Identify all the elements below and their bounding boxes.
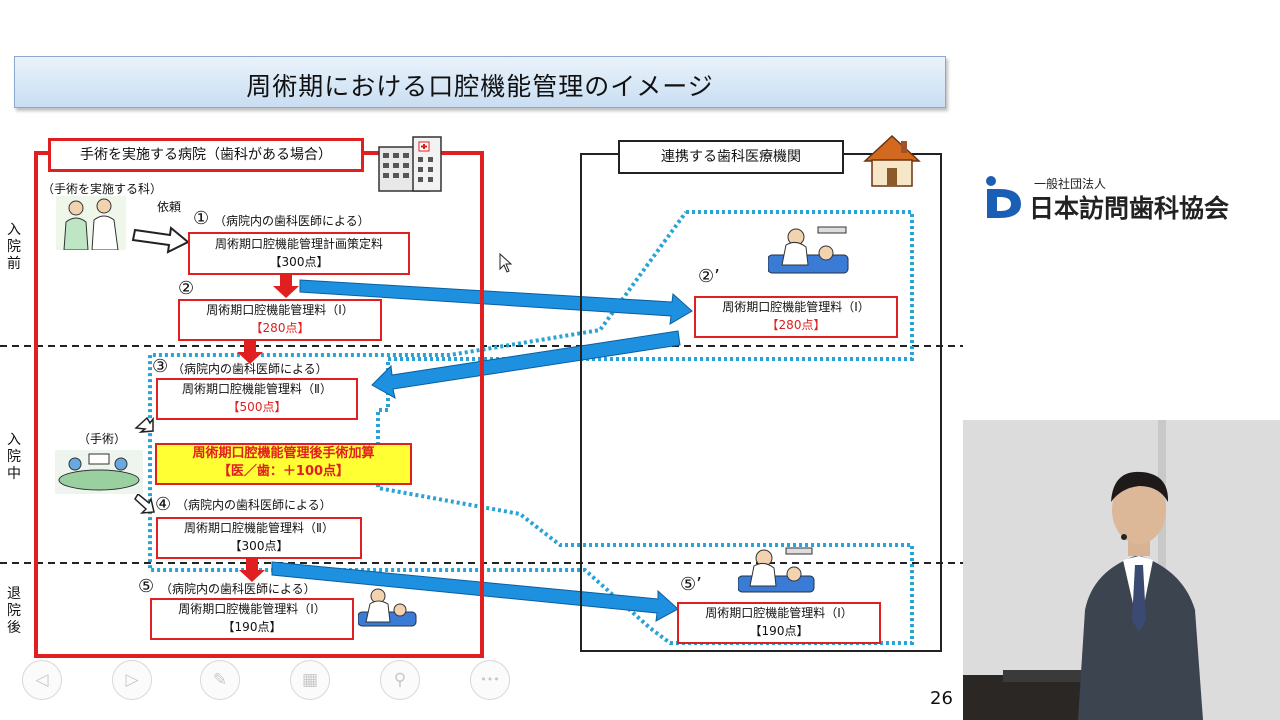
- step2p-box: 周術期口腔機能管理料（Ⅰ） 【280点】: [694, 296, 898, 338]
- hospital-title: 手術を実施する病院（歯科がある場合）: [48, 138, 364, 172]
- step1-number: ①: [193, 208, 210, 229]
- slide-page-number: 26: [930, 688, 953, 709]
- all-slides-button[interactable]: ▦: [290, 660, 330, 700]
- association-logo-mark-icon: [986, 176, 1021, 218]
- step5p-number: ⑤’: [680, 574, 702, 595]
- step3-box: 周術期口腔機能管理料（Ⅱ） 【500点】: [156, 378, 358, 420]
- step1-note: （病院内の歯科医師による）: [214, 214, 370, 228]
- step5p-label: 周術期口腔機能管理料（Ⅰ）: [705, 606, 853, 620]
- postop-addition-points: 【医／歯：＋100点】: [217, 464, 350, 479]
- step5p-points: 【190点】: [749, 624, 809, 638]
- step4-box: 周術期口腔機能管理料（Ⅱ） 【300点】: [156, 517, 362, 559]
- slide-title-bar: 周術期における口腔機能管理のイメージ: [14, 56, 946, 108]
- step5-label: 周術期口腔機能管理料（Ⅰ）: [178, 602, 326, 616]
- dentist-treatment-icon: [768, 226, 849, 274]
- step2p-label: 周術期口腔機能管理料（Ⅰ）: [722, 300, 870, 314]
- zoom-button[interactable]: ⚲: [380, 660, 420, 700]
- step4-number: ④: [155, 494, 172, 515]
- step4-points: 【300点】: [229, 539, 289, 553]
- doctor-consultation-icon: [56, 196, 126, 250]
- dentist-treatment-icon: [358, 588, 417, 627]
- dental-clinic-title: 連携する歯科医療機関: [618, 140, 844, 174]
- postop-addition-label: 周術期口腔機能管理後手術加算: [192, 446, 375, 461]
- postop-addition-box: 周術期口腔機能管理後手術加算 【医／歯：＋100点】: [155, 443, 412, 485]
- mouse-cursor-icon: [499, 253, 513, 273]
- step4-note: （病院内の歯科医師による）: [176, 498, 332, 512]
- dentist-treatment-icon: [738, 547, 815, 593]
- phase-after-label: 退院後: [7, 586, 21, 636]
- step3-points: 【500点】: [227, 400, 287, 414]
- step2-points: 【280点】: [250, 321, 310, 335]
- step3-note: （病院内の歯科医師による）: [172, 362, 328, 376]
- step5-note: （病院内の歯科医師による）: [160, 582, 316, 596]
- step3-label: 周術期口腔機能管理料（Ⅱ）: [182, 382, 332, 396]
- surgery-label: （手術）: [78, 432, 127, 446]
- step5-box: 周術期口腔機能管理料（Ⅰ） 【190点】: [150, 598, 354, 640]
- speaker-image: [963, 420, 1280, 720]
- surgery-icon: [55, 450, 143, 494]
- step4-label: 周術期口腔機能管理料（Ⅱ）: [184, 521, 334, 535]
- step1-label: 周術期口腔機能管理計画策定料: [214, 237, 383, 251]
- association-type-text: 一般社団法人: [1034, 177, 1107, 191]
- step3-number: ③: [152, 356, 169, 377]
- phase-during-label: 入院中: [7, 432, 21, 482]
- step2-number: ②: [178, 278, 195, 299]
- speaker-video-feed: [963, 420, 1280, 720]
- step2p-points: 【280点】: [766, 318, 826, 332]
- step5p-box: 周術期口腔機能管理料（Ⅰ） 【190点】: [677, 602, 881, 644]
- step2-box: 周術期口腔機能管理料（Ⅰ） 【280点】: [178, 299, 382, 341]
- prev-slide-button[interactable]: ◁: [22, 660, 62, 700]
- hospital-building-icon: [378, 136, 442, 192]
- pen-tool-button[interactable]: ✎: [200, 660, 240, 700]
- more-options-button[interactable]: •••: [470, 660, 510, 700]
- step1-points: 【300点】: [269, 255, 329, 269]
- slide: 周術期における口腔機能管理のイメージ 手術を実施する病院（歯科がある場合）: [0, 56, 963, 709]
- step1-box: 周術期口腔機能管理計画策定料 【300点】: [188, 232, 410, 275]
- house-icon: [863, 134, 921, 187]
- next-slide-button[interactable]: ▷: [112, 660, 152, 700]
- surgery-dept-label: （手術を実施する科）: [42, 182, 163, 196]
- step5-points: 【190点】: [222, 620, 282, 634]
- association-name-text: 日本訪問歯科協会: [1029, 194, 1230, 223]
- slide-title: 周術期における口腔機能管理のイメージ: [246, 72, 714, 101]
- step2p-number: ②’: [698, 266, 720, 287]
- step2-label: 周術期口腔機能管理料（Ⅰ）: [206, 303, 354, 317]
- request-label: 依頼: [157, 200, 182, 214]
- phase-before-label: 入院前: [7, 222, 21, 272]
- step5-number: ⑤: [138, 576, 155, 597]
